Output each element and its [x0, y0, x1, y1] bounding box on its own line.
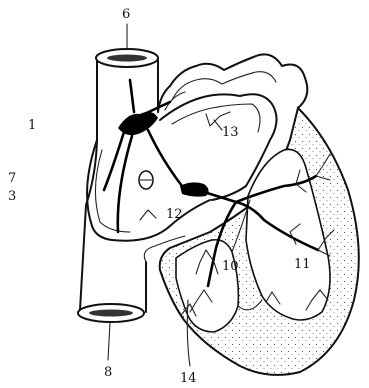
label-11: 11 [294, 258, 311, 272]
label-13: 13 [222, 126, 239, 140]
leader-line-8 [108, 322, 110, 360]
label-14: 14 [180, 372, 197, 386]
label-3: 3 [8, 190, 16, 204]
label-1: 1 [28, 119, 36, 133]
inferior-vena-cava [78, 262, 146, 322]
label-10: 10 [222, 260, 239, 274]
atrioventricular-node [180, 182, 209, 196]
label-7: 7 [8, 172, 16, 186]
label-8: 8 [104, 366, 112, 380]
label-6: 6 [122, 8, 130, 22]
label-12: 12 [166, 208, 183, 222]
great-vessels [158, 54, 307, 112]
